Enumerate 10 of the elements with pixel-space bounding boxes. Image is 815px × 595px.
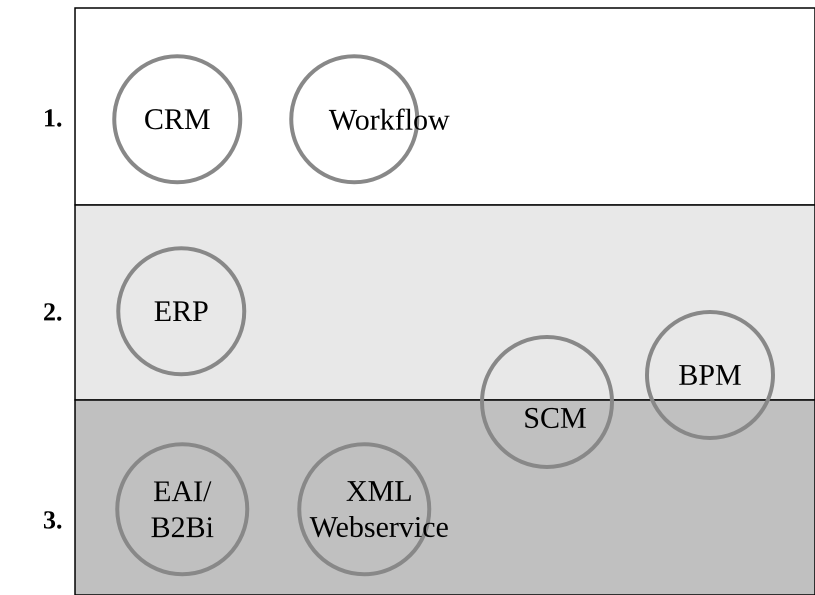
node-label: 2. xyxy=(44,303,62,321)
circle-node: BPM xyxy=(645,310,775,440)
circle-node: Workflow xyxy=(289,54,450,184)
circle-node: CRM xyxy=(112,54,242,184)
circle-node: ERP xyxy=(116,246,246,376)
circle-node: XML Webservice xyxy=(297,442,448,576)
circle-node: EAI/ B2Bi xyxy=(115,442,250,576)
circle-node: SCM xyxy=(480,335,614,469)
node-label: 3. xyxy=(44,511,62,529)
node-label: 1. xyxy=(45,109,62,127)
